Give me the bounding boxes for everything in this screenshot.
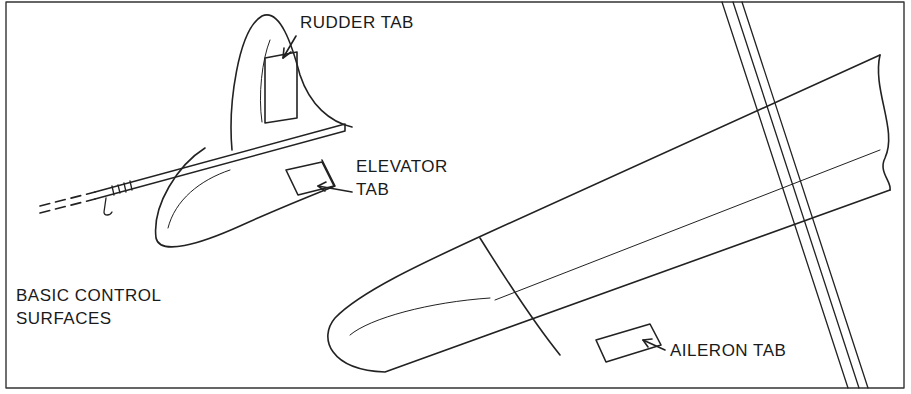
stabilizer-outline bbox=[156, 148, 335, 247]
wing-tip-line bbox=[350, 298, 490, 335]
part-label: ELEVATOR TAB bbox=[356, 156, 456, 202]
elevator-tab bbox=[286, 162, 334, 195]
leader-line bbox=[643, 340, 665, 350]
hook bbox=[104, 198, 112, 215]
stick-dashed bbox=[40, 192, 95, 213]
fin-outline bbox=[231, 15, 352, 150]
rubber-bands bbox=[722, 2, 868, 388]
wing-outline bbox=[328, 55, 890, 372]
wing-break bbox=[878, 55, 890, 190]
arrow-head bbox=[318, 182, 326, 191]
arrow-head bbox=[643, 339, 652, 347]
frame bbox=[6, 2, 904, 388]
aileron-hinge bbox=[480, 238, 560, 355]
part-label: RUDDER TAB bbox=[300, 12, 440, 35]
binding-wrap bbox=[112, 181, 132, 195]
rudder-tab bbox=[265, 52, 297, 123]
part-label: AILERON TAB bbox=[670, 340, 820, 363]
stabilizer-inner-line bbox=[168, 170, 230, 228]
leader-line bbox=[283, 36, 296, 58]
figure-title: BASIC CONTROL SURFACES bbox=[16, 285, 191, 331]
arrow-head bbox=[283, 48, 291, 58]
fuselage-stick bbox=[95, 124, 345, 199]
